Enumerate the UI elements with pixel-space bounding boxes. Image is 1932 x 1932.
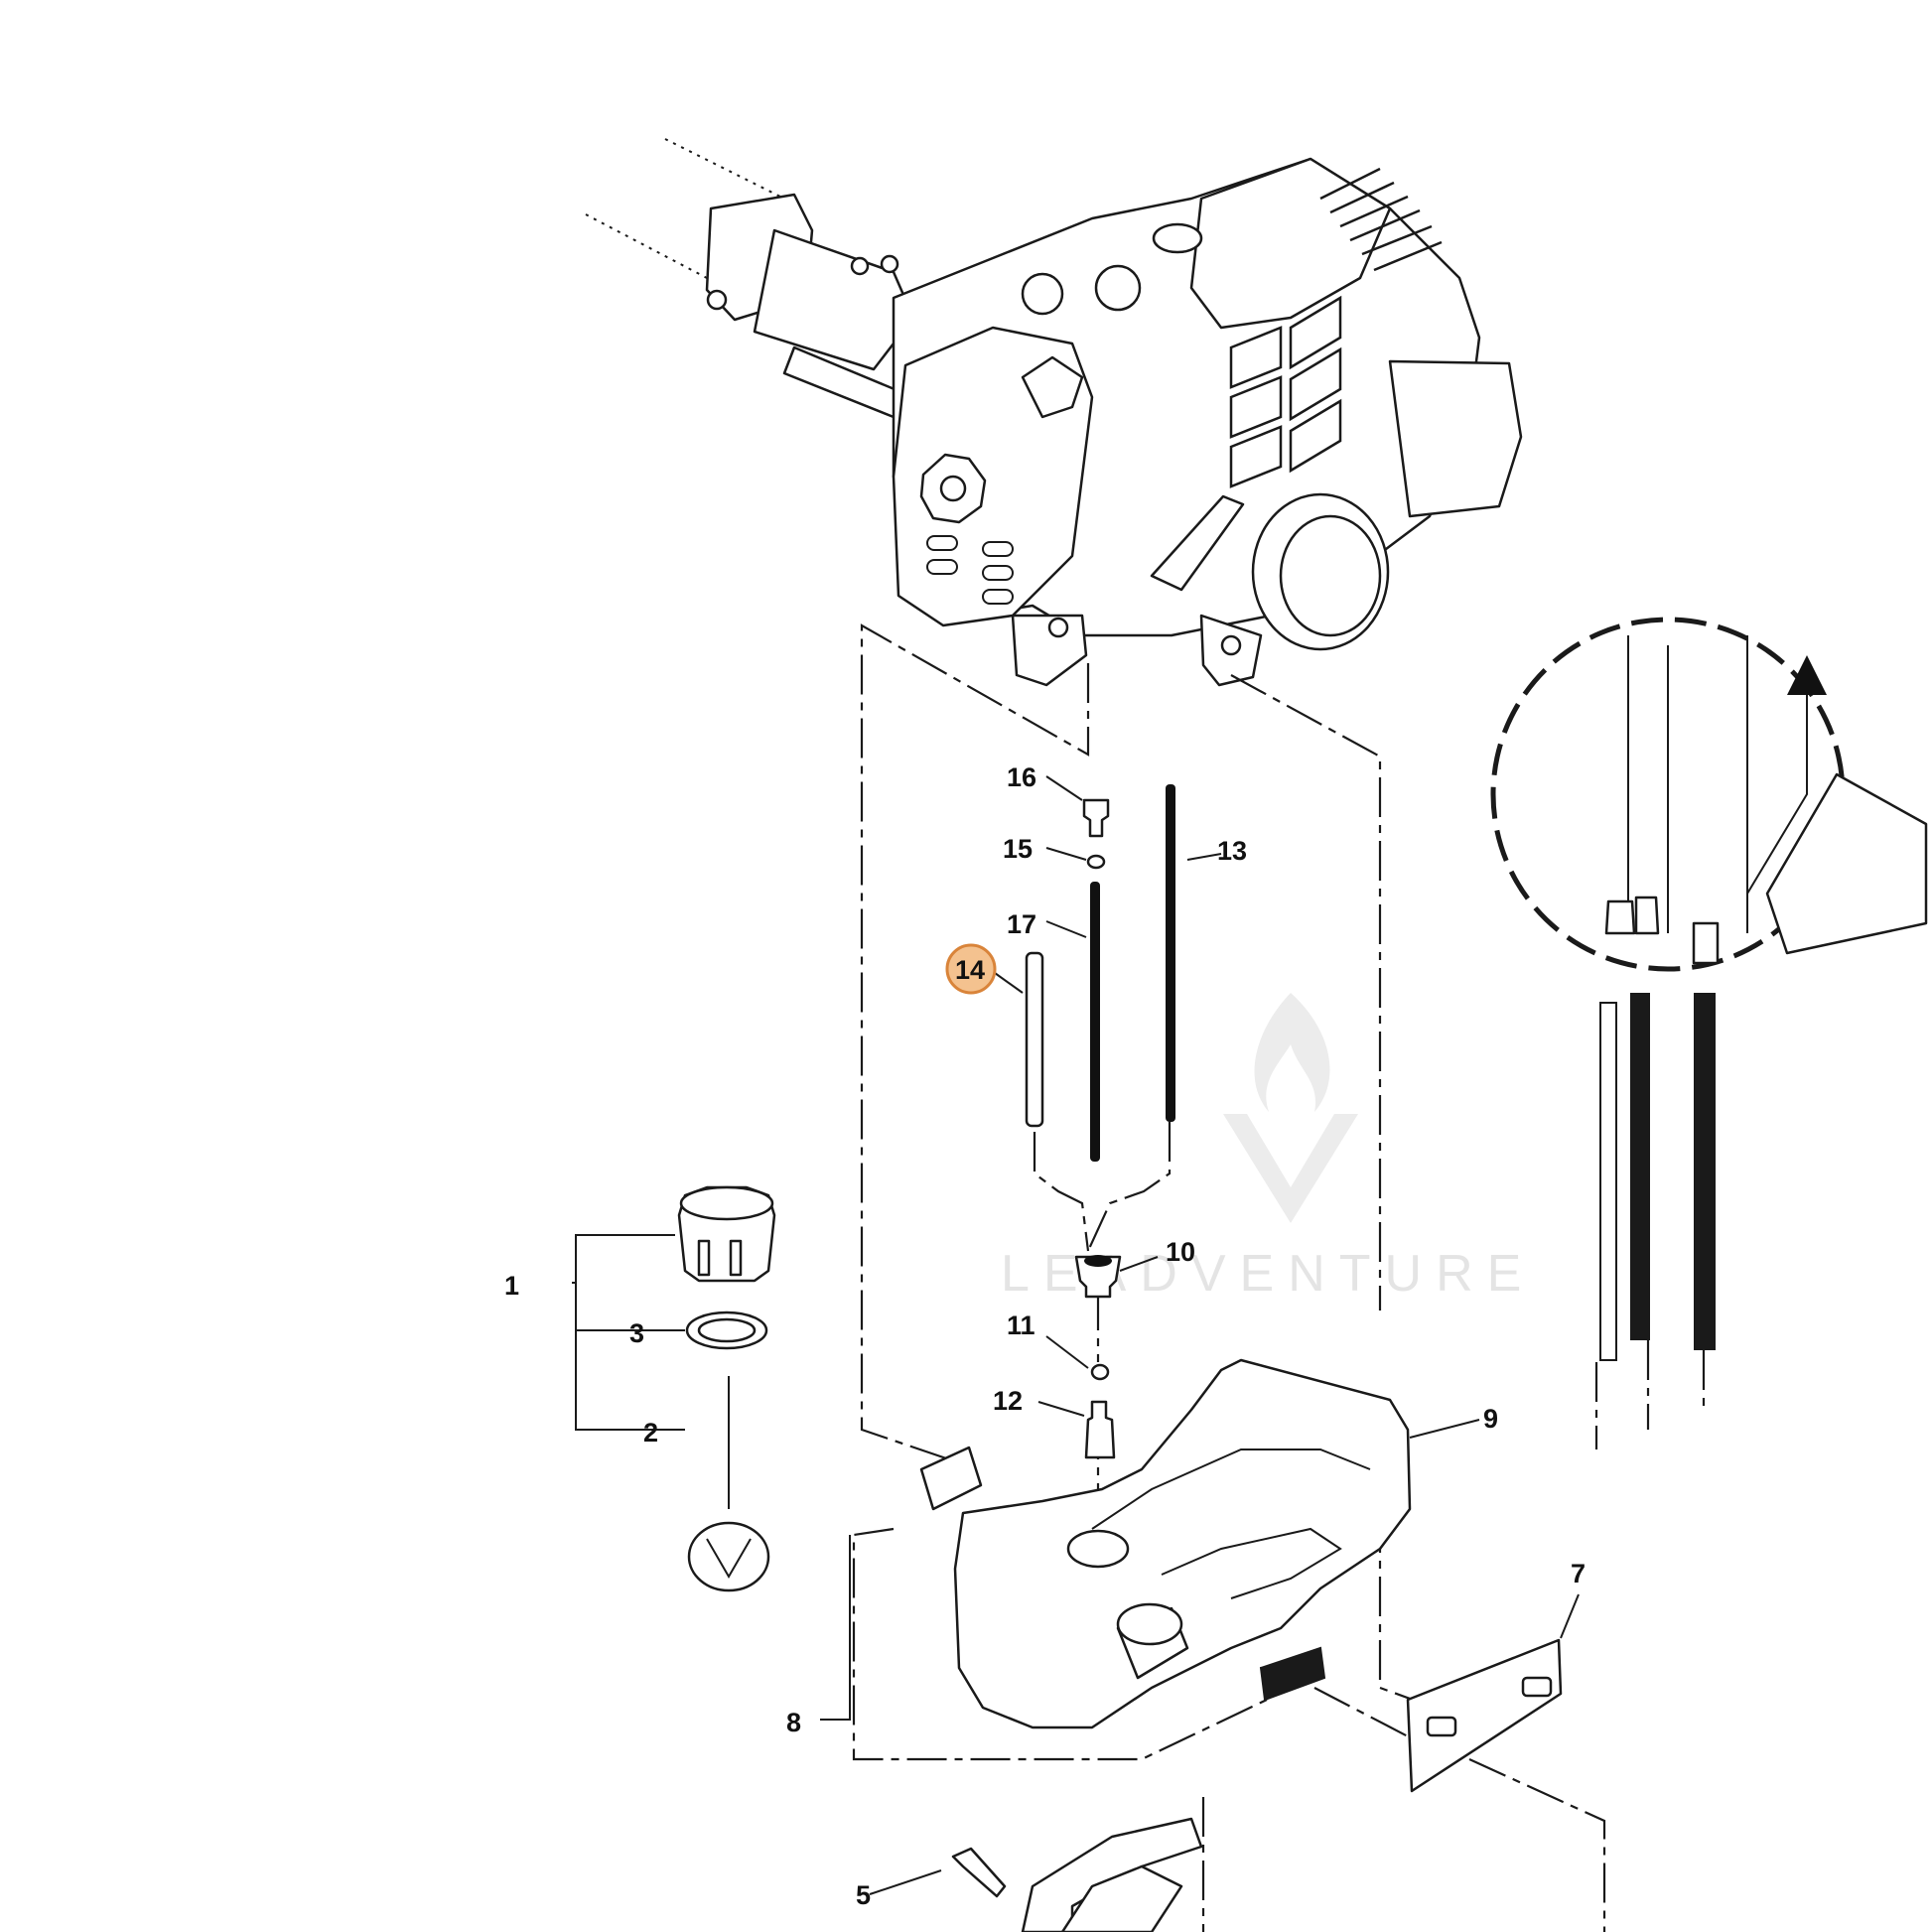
screw-5 — [951, 1847, 1007, 1898]
o-ring-15 — [1086, 854, 1106, 870]
grommet-10 — [1074, 1255, 1122, 1299]
fuel-cap-assembly — [677, 1185, 776, 1592]
callout-13[interactable]: 13 — [1217, 836, 1247, 866]
leader-lines — [625, 775, 1580, 1895]
fuel-lines — [1025, 784, 1175, 1162]
callout-17[interactable]: 17 — [1007, 909, 1036, 939]
tube-13 — [1166, 784, 1175, 1122]
callout-7[interactable]: 7 — [1571, 1559, 1586, 1588]
callout-3[interactable]: 3 — [629, 1318, 644, 1348]
rubber-pads — [919, 1446, 1326, 1702]
callout-10[interactable]: 10 — [1166, 1237, 1195, 1267]
callout-14[interactable]: 14 — [955, 955, 985, 985]
callout-11[interactable]: 11 — [1007, 1311, 1035, 1340]
bracket-7 — [1406, 1638, 1563, 1793]
tube-14 — [1025, 951, 1044, 1128]
callout-labels: 1 2 3 5 7 8 9 10 11 12 13 14 15 16 17 — [504, 762, 1586, 1910]
fitting-16 — [1082, 798, 1110, 838]
callout-16[interactable]: 16 — [1007, 762, 1036, 792]
callout-1[interactable]: 1 — [504, 1271, 519, 1301]
fuel-filter-12 — [1084, 1400, 1116, 1459]
small-fittings — [1074, 798, 1122, 1459]
callout-8[interactable]: 8 — [786, 1708, 801, 1737]
callout-15[interactable]: 15 — [1003, 834, 1033, 864]
watermark-flame-icon — [1254, 993, 1330, 1112]
fuel-tank — [953, 1358, 1412, 1729]
engine-assembly — [585, 138, 1523, 687]
detail-inset — [1490, 617, 1928, 1449]
o-ring-11 — [1090, 1363, 1110, 1381]
callout-9[interactable]: 9 — [1483, 1404, 1498, 1434]
bottom-parts — [951, 1817, 1203, 1932]
callout-5[interactable]: 5 — [856, 1880, 871, 1910]
callout-12[interactable]: 12 — [993, 1386, 1023, 1416]
strainer-2 — [687, 1521, 770, 1592]
callout-14-highlight[interactable] — [945, 943, 997, 995]
watermark-v-icon — [1223, 1114, 1358, 1223]
assembly-guide-lines — [852, 623, 1606, 1932]
tube-17 — [1090, 882, 1100, 1162]
callout-2[interactable]: 2 — [643, 1418, 658, 1448]
